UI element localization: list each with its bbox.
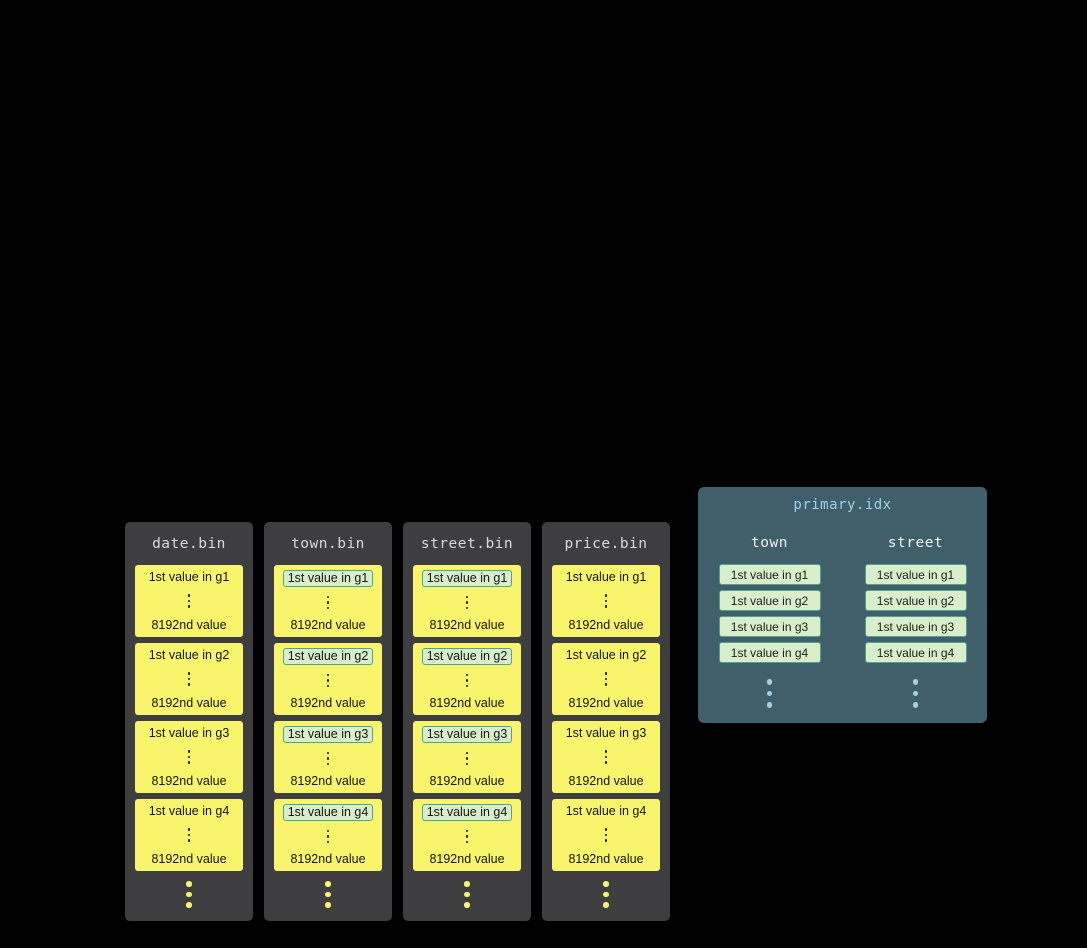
granule-last-value: 8192nd value	[290, 774, 366, 788]
granule-first-value-highlighted: 1st value in g2	[282, 648, 374, 665]
bin-file-name: town.bin	[291, 536, 365, 552]
ellipsis-icon	[604, 828, 608, 842]
granule-g1: 1st value in g1 8192nd value	[552, 565, 660, 637]
index-entry: 1st value in g4	[864, 642, 967, 663]
primary-index-columns: town 1st value in g1 1st value in g2 1st…	[698, 513, 987, 708]
bin-file-price: price.bin 1st value in g1 8192nd value 1…	[542, 522, 670, 921]
granule-last-value: 8192nd value	[568, 852, 644, 866]
granule-g1: 1st value in g1 8192nd value	[274, 565, 382, 637]
granule-g2: 1st value in g2 8192nd value	[135, 643, 243, 715]
granule-first-value: 1st value in g3	[148, 726, 230, 740]
index-column-name: street	[887, 535, 944, 551]
ellipsis-icon	[187, 594, 191, 608]
granule-g2: 1st value in g2 8192nd value	[552, 643, 660, 715]
bin-file-name: street.bin	[420, 536, 514, 552]
index-entry: 1st value in g3	[864, 616, 967, 637]
ellipsis-icon	[187, 828, 191, 842]
granule-g3: 1st value in g3 8192nd value	[274, 721, 382, 793]
index-entry: 1st value in g2	[864, 590, 967, 611]
granule-stack: 1st value in g1 8192nd value 1st value i…	[542, 565, 670, 871]
primary-index-panel: primary.idx town 1st value in g1 1st val…	[698, 487, 987, 723]
granule-last-value: 8192nd value	[151, 618, 227, 632]
ellipsis-icon	[604, 750, 608, 764]
granule-first-value: 1st value in g1	[148, 570, 230, 584]
bin-file-street: street.bin 1st value in g1 8192nd value …	[403, 522, 531, 921]
index-entry: 1st value in g3	[718, 616, 821, 637]
granule-first-value-highlighted: 1st value in g4	[282, 804, 374, 821]
index-entry: 1st value in g1	[718, 564, 821, 585]
granule-g3: 1st value in g3 8192nd value	[552, 721, 660, 793]
granule-g3: 1st value in g3 8192nd value	[413, 721, 521, 793]
granule-first-value-highlighted: 1st value in g3	[282, 726, 374, 743]
more-entries-ellipsis-icon	[766, 679, 773, 708]
ellipsis-icon	[604, 594, 608, 608]
granule-g4: 1st value in g4 8192nd value	[413, 799, 521, 871]
ellipsis-icon	[465, 829, 469, 844]
granule-stack: 1st value in g1 8192nd value 1st value i…	[264, 565, 392, 871]
granule-last-value: 8192nd value	[568, 774, 644, 788]
granule-stack: 1st value in g1 8192nd value 1st value i…	[125, 565, 253, 871]
ellipsis-icon	[187, 672, 191, 686]
index-column-town: town 1st value in g1 1st value in g2 1st…	[715, 513, 825, 708]
more-granules-ellipsis-icon	[542, 881, 670, 908]
ellipsis-icon	[187, 750, 191, 764]
ellipsis-icon	[465, 751, 469, 766]
index-entry: 1st value in g1	[864, 564, 967, 585]
granule-last-value: 8192nd value	[429, 696, 505, 710]
index-column-name: town	[751, 535, 788, 551]
granule-g1: 1st value in g1 8192nd value	[413, 565, 521, 637]
granule-g2: 1st value in g2 8192nd value	[274, 643, 382, 715]
index-column-street: street 1st value in g1 1st value in g2 1…	[861, 513, 971, 708]
granule-last-value: 8192nd value	[429, 774, 505, 788]
granule-first-value-highlighted: 1st value in g4	[421, 804, 513, 821]
granule-stack: 1st value in g1 8192nd value 1st value i…	[403, 565, 531, 871]
granule-first-value: 1st value in g3	[565, 726, 647, 740]
more-entries-ellipsis-icon	[912, 679, 919, 708]
bin-file-date: date.bin 1st value in g1 8192nd value 1s…	[125, 522, 253, 921]
bin-file-name: date.bin	[152, 536, 226, 552]
ellipsis-icon	[326, 829, 330, 844]
granule-last-value: 8192nd value	[151, 696, 227, 710]
more-granules-ellipsis-icon	[264, 881, 392, 908]
granule-last-value: 8192nd value	[568, 618, 644, 632]
more-granules-ellipsis-icon	[125, 881, 253, 908]
granule-last-value: 8192nd value	[568, 696, 644, 710]
granule-first-value: 1st value in g4	[148, 804, 230, 818]
ellipsis-icon	[465, 595, 469, 610]
granule-last-value: 8192nd value	[429, 618, 505, 632]
ellipsis-icon	[326, 595, 330, 610]
granule-first-value-highlighted: 1st value in g1	[282, 570, 374, 587]
primary-index-title: primary.idx	[793, 497, 892, 513]
granule-first-value: 1st value in g4	[565, 804, 647, 818]
granule-g4: 1st value in g4 8192nd value	[552, 799, 660, 871]
granule-g4: 1st value in g4 8192nd value	[274, 799, 382, 871]
more-granules-ellipsis-icon	[403, 881, 531, 908]
granule-last-value: 8192nd value	[429, 852, 505, 866]
ellipsis-icon	[465, 673, 469, 688]
granule-g3: 1st value in g3 8192nd value	[135, 721, 243, 793]
granule-last-value: 8192nd value	[290, 618, 366, 632]
ellipsis-icon	[326, 673, 330, 688]
granule-first-value-highlighted: 1st value in g2	[421, 648, 513, 665]
granule-g4: 1st value in g4 8192nd value	[135, 799, 243, 871]
granule-last-value: 8192nd value	[151, 774, 227, 788]
index-entry: 1st value in g4	[718, 642, 821, 663]
granule-first-value: 1st value in g1	[565, 570, 647, 584]
granule-last-value: 8192nd value	[151, 852, 227, 866]
granule-last-value: 8192nd value	[290, 852, 366, 866]
granule-first-value-highlighted: 1st value in g1	[421, 570, 513, 587]
granule-last-value: 8192nd value	[290, 696, 366, 710]
ellipsis-icon	[326, 751, 330, 766]
granule-first-value: 1st value in g2	[565, 648, 647, 662]
granule-first-value: 1st value in g2	[148, 648, 230, 662]
ellipsis-icon	[604, 672, 608, 686]
bin-file-town: town.bin 1st value in g1 8192nd value 1s…	[264, 522, 392, 921]
granule-first-value-highlighted: 1st value in g3	[421, 726, 513, 743]
granule-g1: 1st value in g1 8192nd value	[135, 565, 243, 637]
index-entry: 1st value in g2	[718, 590, 821, 611]
bin-file-name: price.bin	[564, 536, 648, 552]
granule-g2: 1st value in g2 8192nd value	[413, 643, 521, 715]
